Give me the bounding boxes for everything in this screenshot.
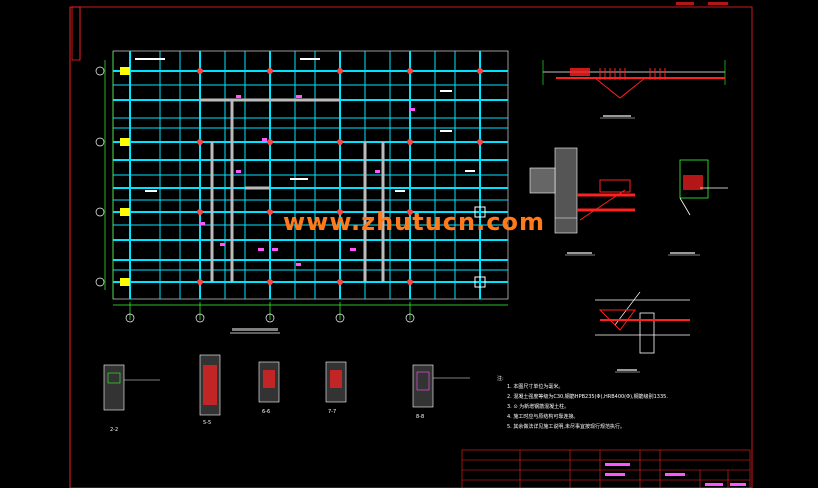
detail-right: [668, 159, 728, 256]
note-item: 2. 混凝土强度等级为C30,钢筋HPB235(Φ),HRB400(Φ),钢筋级…: [507, 394, 668, 400]
top-right-labels: [676, 2, 728, 5]
floor-plan: [95, 50, 509, 334]
detail-top: [542, 60, 726, 119]
section-details: [103, 354, 470, 416]
note-item: 1. 本图尺寸单位为毫米。: [507, 384, 564, 390]
detail-column-joint: [529, 147, 635, 256]
title-block: [461, 449, 751, 488]
title-block-text: [605, 463, 746, 486]
notes-title: 注:: [497, 376, 504, 382]
detail-lower: [595, 291, 690, 373]
note-item: 3. ⊙ 为新增钢筋混凝土柱。: [507, 404, 570, 410]
section-label: 2-2: [110, 427, 119, 433]
note-item: 4. 施工时应与原结构可靠连接。: [507, 414, 579, 420]
section-label: 6-6: [262, 409, 271, 415]
note-item: 5. 其余做法详见施工说明,未尽事宜按现行规范执行。: [507, 424, 625, 430]
drawing-frame: [69, 6, 753, 488]
section-label: 8-8: [416, 414, 425, 420]
section-label: 7-7: [328, 409, 337, 415]
watermark: www.zhutucn.com: [283, 208, 545, 236]
section-label: 5-5: [203, 420, 212, 426]
